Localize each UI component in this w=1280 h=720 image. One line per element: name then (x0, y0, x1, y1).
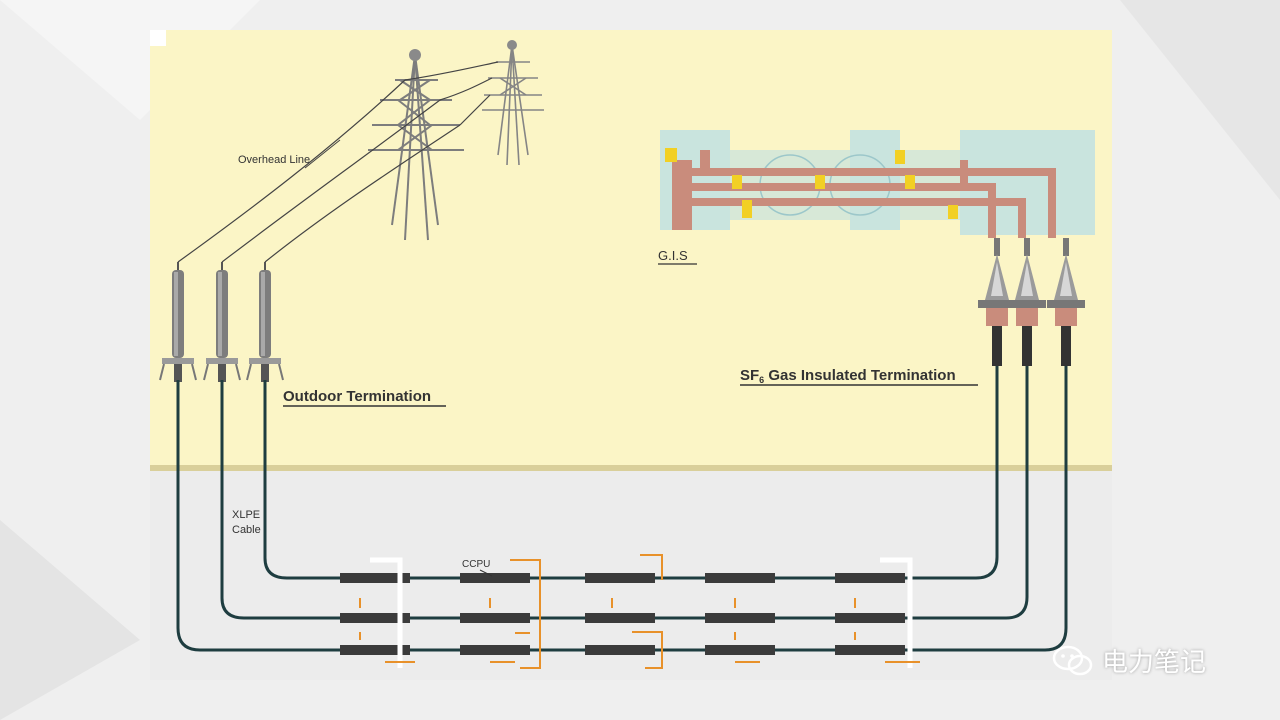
joint-bay-1 (340, 557, 415, 668)
outdoor-termination-3 (246, 262, 284, 382)
watermark-text: 电力笔记 (1102, 648, 1207, 678)
ccpu-label: CCPU (462, 559, 490, 570)
ground-line (150, 465, 1112, 471)
sf6-termination-1 (978, 238, 1016, 366)
outdoor-terminations (159, 262, 284, 382)
outdoor-termination-2 (203, 262, 241, 382)
joint-bay-3 (585, 554, 663, 669)
joint-bay-2 (460, 559, 541, 669)
joint-bay-4 (705, 573, 775, 663)
sf6-termination-label: SF6 Gas Insulated Termination (740, 367, 956, 385)
xlpe-cable-label-line2: Cable (232, 524, 261, 536)
gis-label: G.I.S (658, 248, 688, 263)
overhead-line-label: Overhead Line (238, 154, 310, 166)
outdoor-termination-label: Outdoor Termination (283, 388, 431, 405)
sf6-termination-2 (1008, 238, 1046, 366)
watermark: 电力笔记 (1052, 642, 1206, 679)
cable-joints (340, 554, 920, 669)
ccpu-leader (479, 569, 493, 577)
outdoor-termination-1 (159, 262, 197, 382)
corner-mark (150, 30, 166, 46)
transmission-tower-large (368, 54, 464, 241)
tower-top (409, 49, 421, 61)
tower-top-small (507, 40, 517, 50)
xlpe-cable-label-line1: XLPE (232, 509, 260, 521)
overhead-line-conductors (177, 61, 499, 263)
joint-bay-5 (835, 557, 920, 668)
wechat-icon (1052, 645, 1093, 675)
sf6-termination-3 (1047, 238, 1085, 366)
transmission-tower-small (482, 44, 544, 166)
gis-switchgear (660, 130, 1095, 238)
above-ground-area (150, 30, 1112, 470)
sf6-terminations (978, 238, 1085, 366)
overhead-line-leader (304, 139, 341, 169)
